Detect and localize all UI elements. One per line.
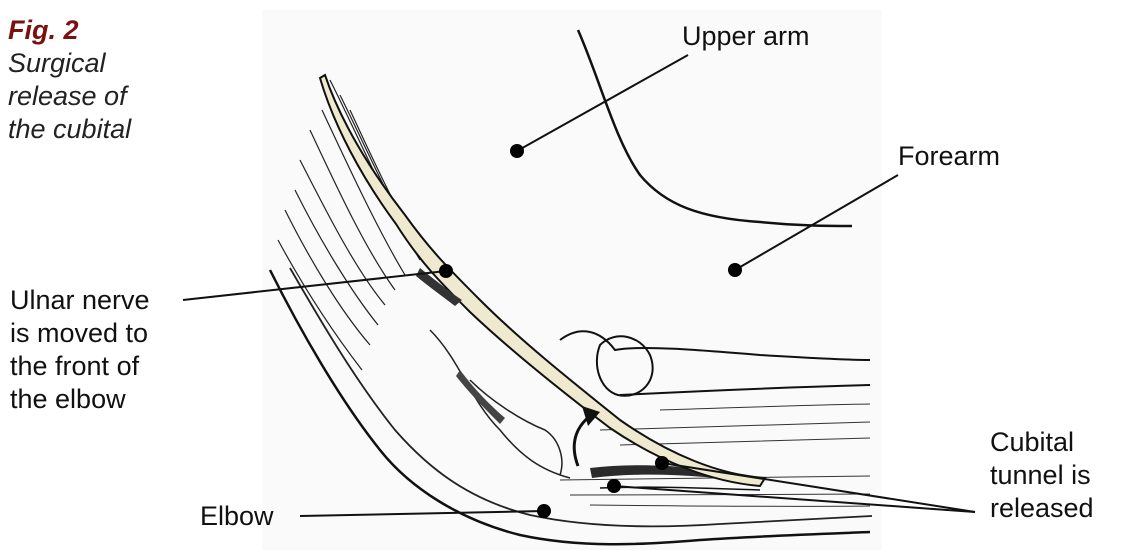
dot-cubital-1 [655, 456, 669, 470]
dot-upper-arm [510, 144, 524, 158]
dot-cubital-2 [607, 479, 621, 493]
cubital-label-line-3: released [990, 492, 1094, 525]
label-elbow: Elbow [200, 500, 274, 533]
ulnar-label-line-3: the front of [10, 350, 150, 383]
dot-elbow [537, 504, 551, 518]
figure-caption: Fig. 2 Surgical release of the cubital [8, 14, 238, 146]
caption-line-3: the cubital [8, 113, 238, 146]
dot-ulnar-nerve [439, 264, 453, 278]
cubital-label-line-2: tunnel is [990, 459, 1094, 492]
ulnar-label-line-2: is moved to [10, 317, 150, 350]
figure-number: Fig. 2 [8, 14, 238, 47]
dot-forearm [728, 263, 742, 277]
label-forearm: Forearm [898, 140, 1000, 173]
label-upper-arm: Upper arm [682, 20, 810, 53]
label-cubital-tunnel: Cubital tunnel is released [990, 426, 1094, 525]
ulnar-label-line-1: Ulnar nerve [10, 284, 150, 317]
caption-line-1: Surgical [8, 47, 238, 80]
illustration-background [262, 10, 882, 550]
caption-line-2: release of [8, 80, 238, 113]
label-ulnar-nerve: Ulnar nerve is moved to the front of the… [10, 284, 150, 416]
ulnar-label-line-4: the elbow [10, 383, 150, 416]
cubital-label-line-1: Cubital [990, 426, 1094, 459]
